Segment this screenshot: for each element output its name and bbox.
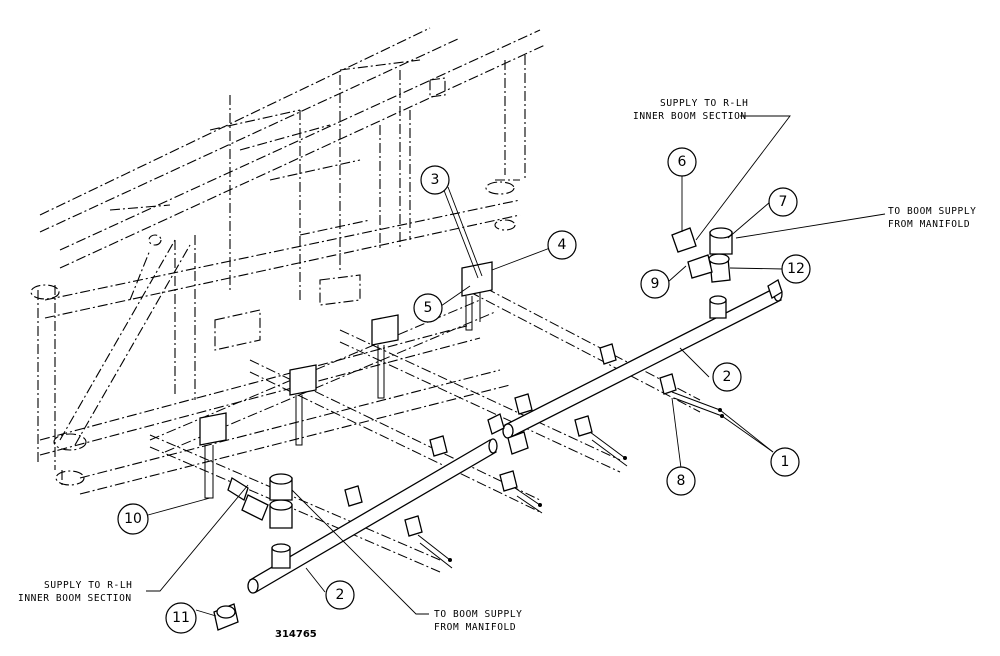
svg-text:SUPPLY TO R-LH: SUPPLY TO R-LH bbox=[44, 580, 132, 591]
callout-10: 10 bbox=[117, 503, 149, 535]
svg-text:FROM MANIFOLD: FROM MANIFOLD bbox=[888, 219, 970, 230]
callout-11: 11 bbox=[165, 602, 197, 634]
tube-grid bbox=[149, 279, 701, 573]
callout-4: 4 bbox=[547, 230, 577, 260]
svg-text:2: 2 bbox=[723, 369, 732, 385]
svg-text:7: 7 bbox=[779, 194, 788, 210]
boom-frame bbox=[30, 27, 546, 495]
callout-6: 6 bbox=[667, 147, 697, 177]
mount-brackets bbox=[199, 261, 493, 499]
lower-supply-pipe bbox=[213, 413, 529, 631]
svg-text:INNER BOOM SECTION: INNER BOOM SECTION bbox=[18, 593, 132, 604]
callout-12: 12 bbox=[781, 254, 811, 284]
callout-2-lower: 2 bbox=[325, 580, 355, 610]
callout-9: 9 bbox=[640, 269, 670, 299]
svg-text:6: 6 bbox=[678, 154, 687, 170]
supply-note-top: SUPPLY TO R-LH INNER BOOM SECTION bbox=[633, 98, 748, 122]
drawing-number: 314765 bbox=[275, 629, 317, 640]
svg-text:TO BOOM SUPPLY: TO BOOM SUPPLY bbox=[888, 206, 976, 217]
svg-text:INNER BOOM SECTION: INNER BOOM SECTION bbox=[633, 111, 747, 122]
callout-3: 3 bbox=[420, 165, 450, 195]
supply-note-bottom: SUPPLY TO R-LH INNER BOOM SECTION bbox=[18, 580, 132, 604]
leader-lines bbox=[146, 115, 886, 617]
svg-text:2: 2 bbox=[336, 587, 345, 603]
svg-text:12: 12 bbox=[787, 261, 805, 277]
svg-text:5: 5 bbox=[424, 300, 433, 316]
callout-5: 5 bbox=[413, 293, 443, 323]
svg-text:SUPPLY TO R-LH: SUPPLY TO R-LH bbox=[660, 98, 748, 109]
callout-7: 7 bbox=[768, 187, 798, 217]
manifold-note-bottom: TO BOOM SUPPLY FROM MANIFOLD bbox=[434, 609, 522, 633]
manifold-note-top: TO BOOM SUPPLY FROM MANIFOLD bbox=[888, 206, 976, 230]
callout-1: 1 bbox=[770, 447, 800, 477]
svg-text:11: 11 bbox=[172, 610, 190, 626]
callout-2-upper: 2 bbox=[712, 362, 742, 392]
svg-text:9: 9 bbox=[651, 276, 660, 292]
svg-text:3: 3 bbox=[431, 172, 440, 188]
callout-8: 8 bbox=[666, 466, 696, 496]
svg-text:10: 10 bbox=[124, 511, 142, 527]
svg-text:4: 4 bbox=[558, 237, 567, 253]
svg-text:1: 1 bbox=[781, 454, 790, 470]
svg-text:8: 8 bbox=[677, 473, 686, 489]
pipe-clamps bbox=[344, 343, 724, 569]
upper-supply-pipe bbox=[502, 227, 783, 439]
svg-text:FROM MANIFOLD: FROM MANIFOLD bbox=[434, 622, 516, 633]
svg-text:TO BOOM SUPPLY: TO BOOM SUPPLY bbox=[434, 609, 522, 620]
